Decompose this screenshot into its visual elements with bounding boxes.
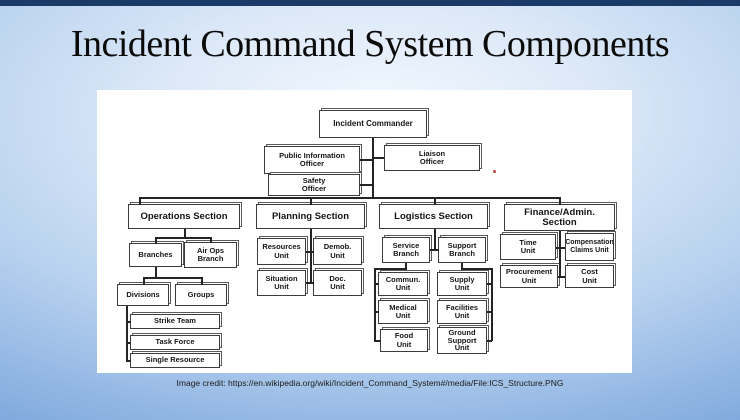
node-support-branch: Support Branch [438, 237, 486, 263]
connector-finance-row2-stub [558, 276, 565, 278]
connector-support-elbow-h [461, 268, 492, 270]
connector-divisions-bar [143, 277, 202, 279]
node-public-information-officer: Public Information Officer [264, 146, 360, 174]
node-time-unit: Time Unit [500, 234, 556, 260]
connector-support-elbow-v [461, 263, 463, 269]
node-commun-unit: Commun. Unit [378, 272, 428, 296]
node-task-force: Task Force [130, 335, 220, 350]
connector-service-elbow-h [374, 268, 407, 270]
connector-finance-vert [559, 231, 561, 277]
connector-divisions-vert [126, 306, 128, 361]
connector-strike-stub [126, 321, 131, 323]
node-procurement-unit: Procurement Unit [500, 265, 558, 288]
node-planning-section: Planning Section [256, 204, 365, 229]
connector-safety-stub [360, 184, 373, 186]
connector-ground-stub [487, 340, 492, 342]
node-groups: Groups [175, 284, 227, 306]
connector-supply-stub [487, 283, 492, 285]
connector-service-elbow-v [405, 263, 407, 269]
node-single-resource: Single Resource [130, 353, 220, 368]
node-compensation-claims-unit: Compensation Claims Unit [565, 233, 614, 261]
connector-branches-drop [155, 267, 157, 278]
node-facilities-unit: Facilities Unit [437, 300, 487, 324]
connector-branches-bar [155, 237, 211, 239]
connector-operations-stub [139, 197, 141, 205]
node-liaison-officer: Liaison Officer [384, 145, 480, 171]
node-situation-unit: Situation Unit [257, 270, 306, 296]
node-logistics-section: Logistics Section [379, 204, 488, 229]
connector-planning-row1-stub [306, 251, 314, 253]
slide-title: Incident Command System Components [70, 23, 670, 65]
connector-divisions-stub [143, 277, 145, 285]
node-doc-unit: Doc. Unit [313, 270, 362, 296]
connector-airops-stub [210, 237, 212, 243]
node-divisions: Divisions [117, 284, 169, 306]
connector-finance-row1-stub [556, 247, 565, 249]
red-dot-annotation [493, 170, 496, 173]
image-credit-caption: Image credit: https://en.wikipedia.org/w… [176, 378, 564, 388]
node-operations-section: Operations Section [128, 204, 240, 229]
connector-ic-drop [372, 138, 374, 197]
node-cost-unit: Cost Unit [565, 265, 614, 288]
node-resources-unit: Resources Unit [257, 238, 306, 265]
connector-planning-row2-stub [306, 282, 314, 284]
connector-single-stub [126, 360, 131, 362]
connector-support-vert [491, 268, 493, 341]
connector-planning-stub [310, 197, 312, 205]
node-branches: Branches [129, 243, 182, 267]
node-demob-unit: Demob. Unit [313, 238, 362, 265]
connector-groups-stub [201, 277, 203, 285]
node-service-branch: Service Branch [382, 237, 430, 263]
connector-finance-stub [559, 197, 561, 205]
node-medical-unit: Medical Unit [378, 300, 428, 324]
top-accent-bar [0, 0, 740, 6]
connector-commun-stub [374, 283, 379, 285]
connector-operations-drop [184, 229, 186, 238]
connector-medical-stub [374, 311, 379, 313]
node-incident-commander: Incident Commander [319, 110, 427, 138]
node-food-unit: Food Unit [380, 329, 428, 352]
connector-logistics-drop [434, 229, 436, 250]
connector-pio-stub [360, 159, 373, 161]
connector-branch-bar [430, 249, 439, 251]
org-chart-panel: Incident Commander Public Information Of… [97, 90, 632, 373]
connector-logistics-stub [434, 197, 436, 205]
connector-planning-vert [310, 229, 312, 283]
connector-service-vert [374, 268, 376, 341]
node-supply-unit: Supply Unit [437, 272, 487, 296]
node-finance-admin-section: Finance/Admin. Section [504, 204, 615, 231]
connector-facilities-stub [487, 311, 492, 313]
node-ground-support-unit: Ground Support Unit [437, 327, 487, 354]
connector-food-stub [374, 340, 381, 342]
connector-task-stub [126, 342, 131, 344]
node-strike-team: Strike Team [130, 314, 220, 329]
connector-section-bus [139, 197, 560, 199]
connector-liaison-stub [373, 157, 384, 159]
node-air-ops-branch: Air Ops Branch [184, 242, 237, 268]
node-safety-officer: Safety Officer [268, 174, 360, 196]
connector-branches-stub [155, 237, 157, 244]
